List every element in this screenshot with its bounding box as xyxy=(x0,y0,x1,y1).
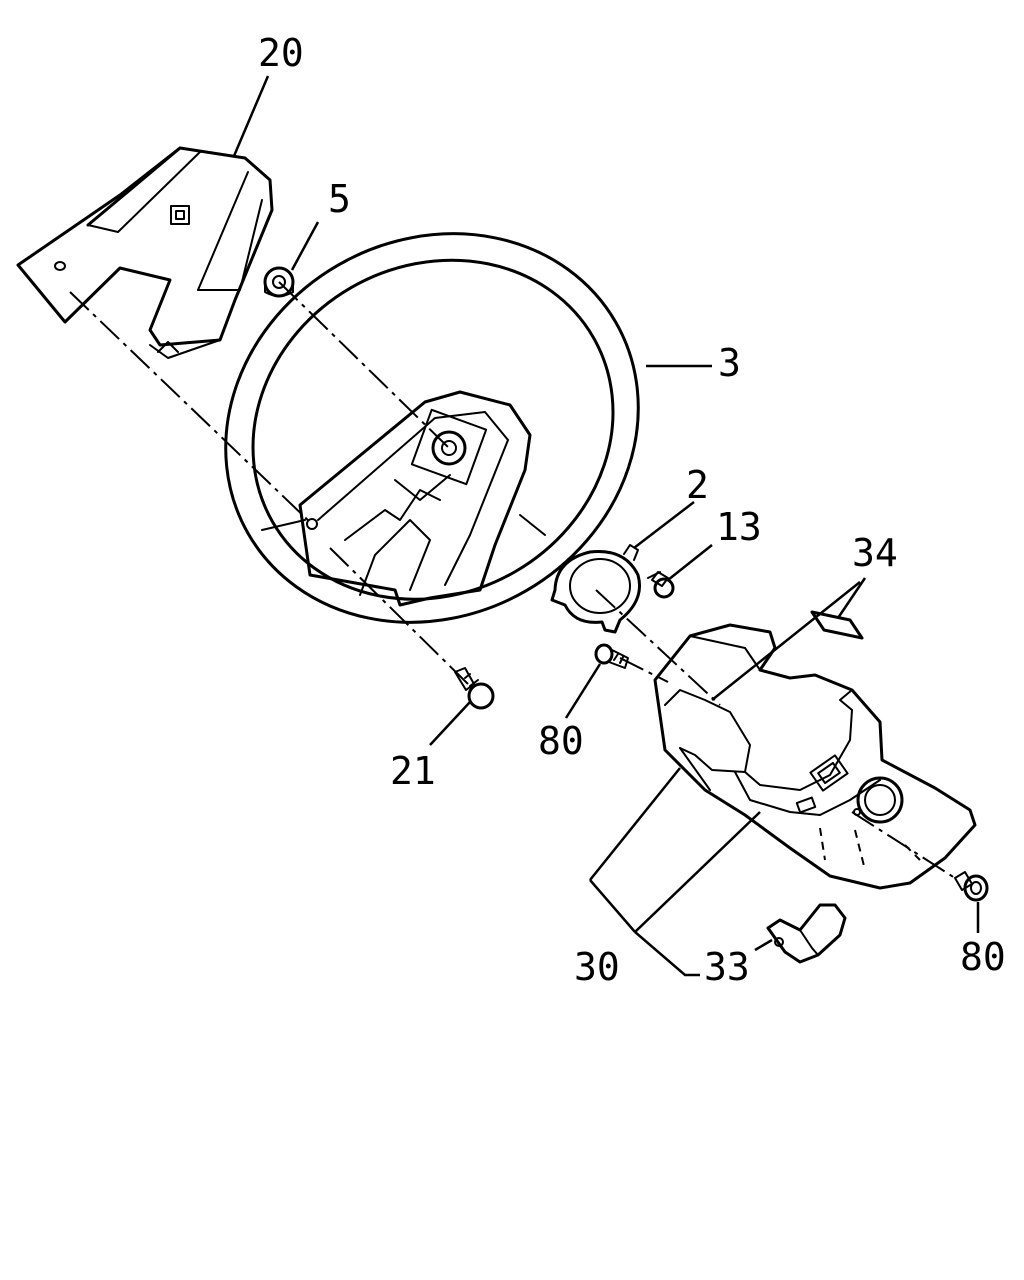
callout-13: 13 xyxy=(716,505,762,549)
callout-labels: 20 5 3 2 13 34 80 21 30 33 80 xyxy=(258,31,1006,989)
part-80-screw-lower xyxy=(954,871,989,902)
part-13-screw xyxy=(647,571,675,599)
callout-21: 21 xyxy=(390,749,436,793)
part-2-collar xyxy=(550,544,641,634)
callout-30: 30 xyxy=(574,945,620,989)
callout-80-upper: 80 xyxy=(538,719,584,763)
callout-3: 3 xyxy=(718,341,741,385)
part-30-lower-cover xyxy=(653,623,977,890)
part-33-clip xyxy=(766,903,847,964)
callout-20: 20 xyxy=(258,31,304,75)
part-34-strip xyxy=(810,610,864,640)
part-5-nut xyxy=(263,266,295,298)
callout-5: 5 xyxy=(328,177,351,221)
assembly-center-lines xyxy=(69,281,959,881)
callout-33: 33 xyxy=(704,945,750,989)
part-3-steering-wheel xyxy=(224,232,640,624)
part-20-upper-cover xyxy=(16,146,274,359)
callout-34: 34 xyxy=(852,531,898,575)
part-80-screw-upper xyxy=(594,643,629,669)
callout-2: 2 xyxy=(686,463,709,507)
leader-lines xyxy=(232,75,980,977)
part-21-bolt xyxy=(454,667,495,710)
callout-80-lower: 80 xyxy=(960,935,1006,979)
